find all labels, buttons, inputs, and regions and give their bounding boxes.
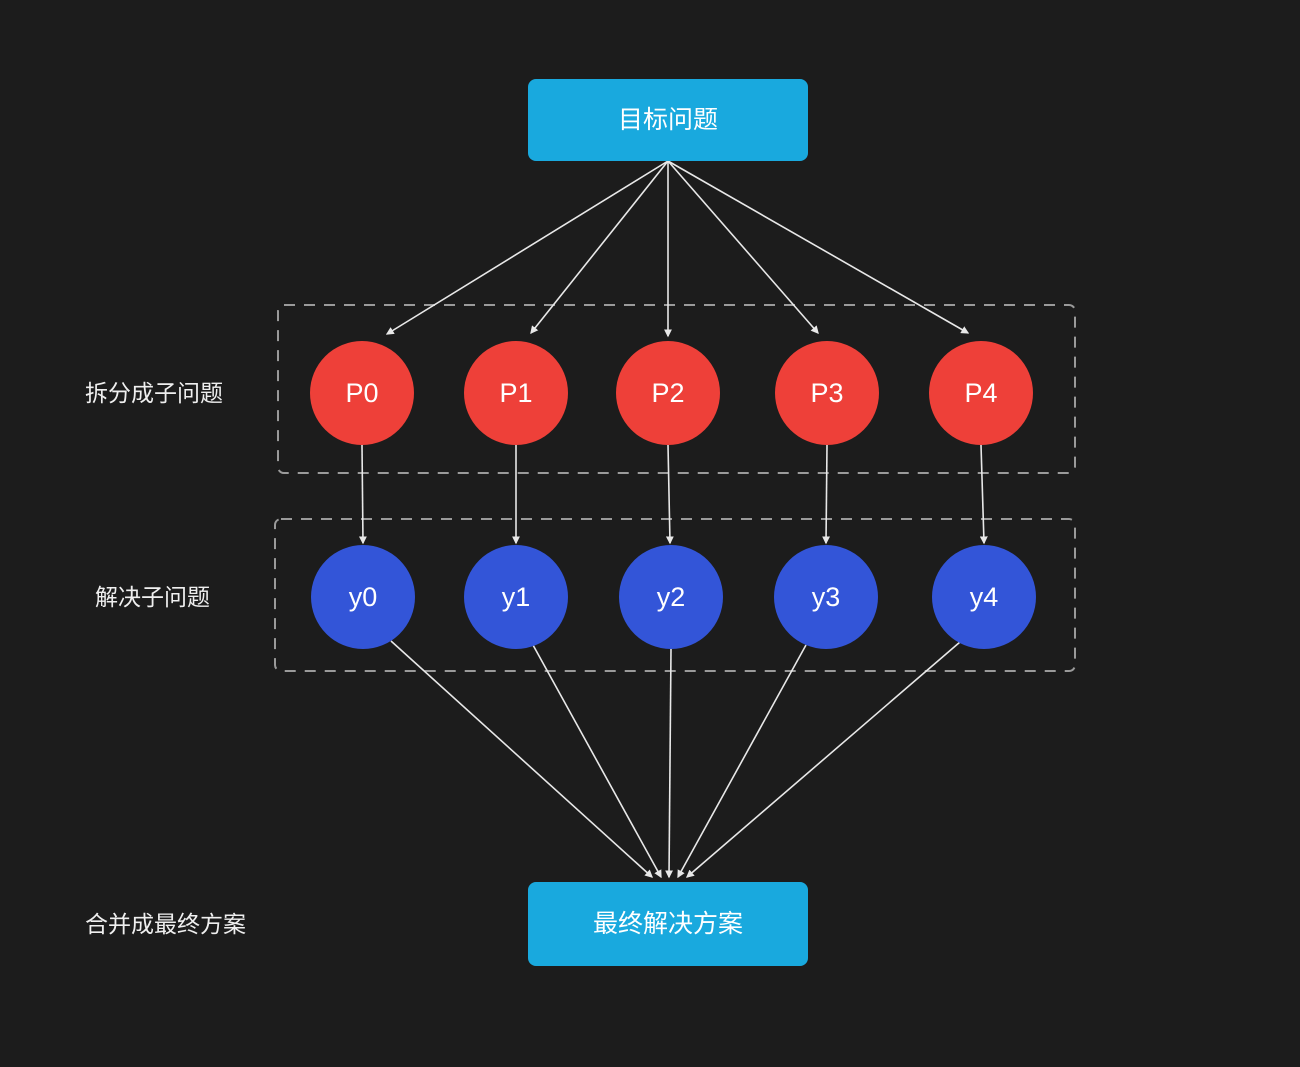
stage-label-split: 拆分成子问题 [85, 380, 223, 406]
solution-node-y2[interactable]: y2 [619, 545, 723, 649]
edge-solve-0 [358, 444, 367, 545]
box-shape-target-problem[interactable] [528, 79, 808, 161]
solution-node-shape-y1[interactable] [464, 545, 568, 649]
problem-node-P0[interactable]: P0 [310, 341, 414, 445]
solution-node-y4[interactable]: y4 [932, 545, 1036, 649]
group-frame-subsolution-group [274, 518, 1076, 672]
problem-node-label-P4: P4 [964, 378, 997, 408]
edge-solve-2 [665, 444, 674, 545]
problem-node-P3[interactable]: P3 [775, 341, 879, 445]
problem-node-label-P2: P2 [651, 378, 684, 408]
problem-node-label-P3: P3 [810, 378, 843, 408]
solution-node-y3[interactable]: y3 [774, 545, 878, 649]
edge-solve-3 [822, 444, 831, 545]
nodes-layer: P0 P1 P2 P3 P4 y0 y1 y2 y3 y4 [310, 341, 1036, 649]
edge-split-1 [530, 160, 669, 335]
edge-split-0 [385, 160, 669, 335]
problem-node-label-P0: P0 [345, 378, 378, 408]
edge-merge-1 [532, 644, 662, 879]
solution-node-shape-y4[interactable] [932, 545, 1036, 649]
edge-split-3 [667, 160, 819, 335]
problem-node-P2[interactable]: P2 [616, 341, 720, 445]
problem-node-shape-P0[interactable] [310, 341, 414, 445]
edge-merge-3 [677, 644, 807, 879]
edge-merge-2 [665, 648, 674, 879]
solution-node-label-y1: y1 [502, 582, 531, 612]
solution-node-y0[interactable]: y0 [311, 545, 415, 649]
edge-merge-0 [390, 640, 653, 878]
solution-node-label-y2: y2 [657, 582, 686, 612]
group-frames-layer [274, 304, 1076, 672]
box-shape-final-solution[interactable] [528, 882, 808, 966]
solution-node-label-y3: y3 [812, 582, 841, 612]
solution-node-y1[interactable]: y1 [464, 545, 568, 649]
box-final-solution[interactable]: 最终解决方案 [528, 882, 808, 966]
edges-layer [358, 160, 988, 879]
box-target-problem[interactable]: 目标问题 [528, 79, 808, 161]
stage-label-solve: 解决子问题 [95, 584, 210, 610]
box-label-target-problem: 目标问题 [618, 106, 718, 134]
edge-solve-4 [979, 444, 988, 545]
problem-node-shape-P1[interactable] [464, 341, 568, 445]
solution-node-label-y0: y0 [349, 582, 378, 612]
problem-node-shape-P3[interactable] [775, 341, 879, 445]
problem-node-P1[interactable]: P1 [464, 341, 568, 445]
problem-node-label-P1: P1 [499, 378, 532, 408]
solution-node-shape-y2[interactable] [619, 545, 723, 649]
edge-merge-4 [685, 641, 961, 878]
problem-node-P4[interactable]: P4 [929, 341, 1033, 445]
solution-node-shape-y3[interactable] [774, 545, 878, 649]
solution-node-shape-y0[interactable] [311, 545, 415, 649]
problem-node-shape-P4[interactable] [929, 341, 1033, 445]
problem-node-shape-P2[interactable] [616, 341, 720, 445]
edge-split-4 [667, 160, 970, 334]
solution-node-label-y4: y4 [970, 582, 999, 612]
box-label-final-solution: 最终解决方案 [593, 910, 743, 938]
stage-label-merge: 合并成最终方案 [85, 911, 246, 937]
